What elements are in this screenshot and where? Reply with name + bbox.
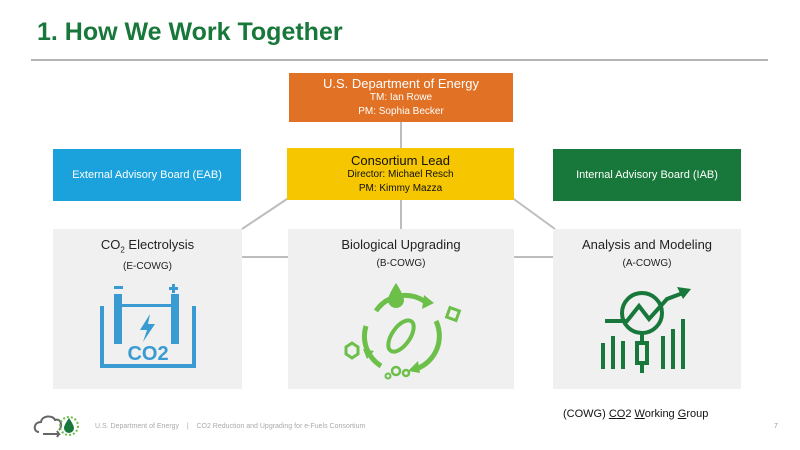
biological-cycle-icon	[344, 283, 462, 380]
electrolysis-panel: CO2 Electrolysis (E-COWG) CO2	[53, 229, 242, 389]
electrolysis-battery-icon: CO2	[99, 283, 196, 368]
panel-title: Biological Upgrading	[341, 237, 461, 252]
legend-prefix: (COWG)	[563, 408, 609, 420]
panel-code: (B-COWG)	[376, 258, 426, 269]
panel-code: (A-COWG)	[622, 258, 672, 269]
lead-director: Director: Michael Resch	[347, 168, 454, 180]
eab-box: External Advisory Board (EAB)	[53, 149, 241, 201]
legend-text: roup	[686, 408, 709, 420]
page-number: 7	[774, 423, 778, 430]
legend-g: G	[677, 408, 687, 420]
doe-tm: TM: Ian Rowe	[369, 92, 433, 103]
doe-pm: PM: Sophia Becker	[358, 106, 444, 117]
legend-w: W	[634, 408, 645, 420]
footer-text: U.S. Department of Energy | CO2 Reductio…	[95, 423, 365, 430]
lead-title: Consortium Lead	[351, 152, 450, 168]
title-co: CO	[100, 237, 121, 252]
panel-title: CO2 Electrolysis	[53, 237, 242, 255]
doe-box: U.S. Department of Energy TM: Ian Rowe P…	[289, 73, 513, 122]
consortium-logo	[33, 415, 79, 438]
legend-text: orking	[644, 408, 678, 420]
panel-code: (E-COWG)	[123, 260, 172, 272]
title-rest: Electrolysis	[124, 237, 195, 252]
biological-panel: Biological Upgrading (B-COWG)	[288, 229, 514, 389]
footer-org: U.S. Department of Energy	[95, 423, 180, 430]
footer-separator: |	[186, 423, 189, 430]
iab-box: Internal Advisory Board (IAB)	[553, 149, 741, 201]
cowg-legend: (COWG) CO2 Working Group	[563, 408, 708, 420]
title-subscript: 2	[120, 245, 125, 255]
doe-title: U.S. Department of Energy	[322, 76, 480, 91]
consortium-lead-box: Consortium Lead Director: Michael Resch …	[287, 148, 514, 200]
legend-o: O	[616, 408, 626, 420]
analysis-chart-magnifier-icon	[601, 287, 691, 373]
title-divider	[31, 59, 768, 61]
legend-c: C	[608, 408, 617, 420]
icon-co2-text: CO2	[127, 343, 168, 365]
panel-title: Analysis and Modeling	[581, 237, 713, 252]
footer-program: CO2 Reduction and Upgrading for e-Fuels …	[196, 423, 366, 430]
page-title: 1. How We Work Together	[37, 18, 343, 46]
lead-pm: PM: Kimmy Mazza	[358, 182, 443, 194]
analysis-panel: Analysis and Modeling (A-COWG)	[553, 229, 741, 389]
legend-text: 2	[625, 408, 635, 420]
